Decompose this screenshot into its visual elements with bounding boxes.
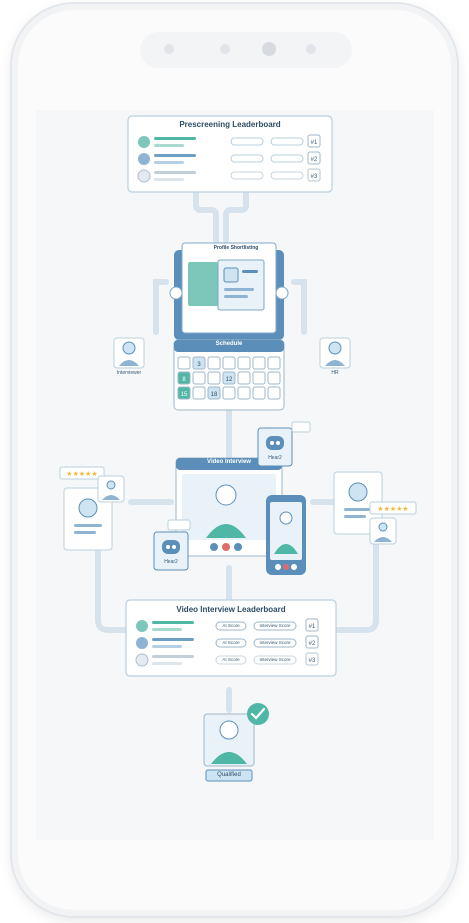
calendar-day[interactable] (222, 371, 236, 385)
rating-stars (59, 466, 105, 480)
connector-lines (95, 187, 379, 713)
camera-icon (262, 42, 276, 56)
bot-assistant-top (257, 421, 311, 467)
end-call-icon[interactable] (283, 564, 289, 570)
ai-score-label: AI Score (222, 640, 240, 645)
calendar-day[interactable] (252, 371, 266, 385)
interview-score-label: Interview Score (259, 640, 291, 645)
calendar-day[interactable] (267, 371, 281, 385)
calendar-day[interactable] (192, 371, 206, 385)
video-interview-leaderboard-card (125, 599, 337, 677)
check-icon (247, 703, 269, 725)
app-screen: 3 8 12 15 18 (36, 110, 434, 840)
hr-avatar (319, 337, 351, 369)
calendar-day-number: 3 (197, 362, 201, 368)
bot-label: Hear2 (268, 455, 282, 461)
right-candidate-card: ★★★★★ (333, 471, 417, 545)
svg-text:★★★★★: ★★★★★ (66, 470, 97, 478)
left-candidate-card: ★★★★★ (59, 466, 125, 551)
prescreening-row[interactable] (137, 168, 321, 183)
calendar-day-number: 18 (211, 392, 218, 398)
rank-label: #2 (311, 157, 318, 163)
schedule-title: Schedule (215, 341, 243, 347)
calendar-day[interactable] (252, 356, 266, 370)
calendar-day[interactable] (237, 386, 251, 400)
phone-notch (140, 32, 352, 68)
profile-shortlisting-card (169, 242, 289, 340)
rank-label: #3 (311, 174, 318, 180)
sensor-icon (164, 44, 174, 54)
video-leaderboard-row[interactable] (135, 652, 319, 667)
svg-text:★★★★★: ★★★★★ (377, 505, 408, 513)
video-leaderboard-title: Video Interview Leaderboard (176, 605, 286, 614)
sensor-icon (220, 44, 230, 54)
rating-stars (369, 501, 417, 515)
workflow-diagram: 3 8 12 15 18 (59, 115, 417, 782)
calendar-day[interactable] (267, 386, 281, 400)
calendar-day-number: 12 (226, 377, 233, 383)
calendar-day[interactable] (207, 371, 221, 385)
ai-score-label: AI Score (222, 657, 240, 662)
mic-icon[interactable] (275, 564, 281, 570)
prescreening-title: Prescreening Leaderboard (179, 120, 281, 129)
calendar-day-number: 8 (182, 377, 186, 383)
ai-score-label: AI Score (222, 623, 240, 628)
calendar-day[interactable] (207, 356, 221, 370)
interviewer-avatar (113, 337, 145, 369)
rank-label: #1 (309, 624, 316, 630)
bot-label: Hear2 (164, 559, 178, 565)
calendar-day[interactable] (177, 386, 191, 400)
camera-toggle-icon[interactable] (234, 543, 242, 551)
rank-label: #3 (309, 658, 316, 664)
bot-assistant-left (153, 519, 191, 571)
interviewer-label: Interviewer (116, 370, 142, 376)
calendar-day[interactable] (207, 386, 221, 400)
prescreening-row[interactable] (138, 151, 321, 165)
sensor-icon (306, 44, 316, 54)
calendar-day[interactable] (192, 356, 206, 370)
calendar-day[interactable] (222, 386, 236, 400)
prescreening-row[interactable] (138, 134, 321, 148)
calendar-day[interactable] (252, 386, 266, 400)
camera-toggle-icon[interactable] (291, 564, 297, 570)
calendar-day[interactable] (177, 371, 191, 385)
rank-label: #2 (309, 641, 316, 647)
calendar-day[interactable] (237, 371, 251, 385)
mobile-video-call (266, 495, 306, 575)
chevron-right-icon[interactable] (275, 286, 289, 300)
calendar-day-number: 15 (181, 392, 188, 398)
rank-label: #1 (311, 140, 318, 146)
interview-score-label: Interview Score (259, 657, 291, 662)
video-leaderboard-row[interactable] (136, 618, 319, 632)
hr-label: HR (331, 370, 339, 376)
end-call-icon[interactable] (222, 543, 230, 551)
video-leaderboard-row[interactable] (136, 635, 319, 649)
calendar-day[interactable] (237, 356, 251, 370)
prescreening-leaderboard-card (127, 115, 333, 193)
mic-icon[interactable] (210, 543, 218, 551)
video-interview-title: Video Interview (207, 459, 251, 465)
calendar-day[interactable] (267, 356, 281, 370)
calendar-grid: 3 8 12 15 18 (177, 356, 281, 400)
calendar-day[interactable] (222, 356, 236, 370)
qualified-candidate (203, 703, 269, 782)
calendar-day[interactable] (192, 386, 206, 400)
shortlisting-title: Profile Shortlisting (213, 245, 259, 251)
calendar-day[interactable] (177, 356, 191, 370)
schedule-card: 3 8 12 15 18 (173, 339, 285, 411)
interview-score-label: Interview Score (259, 623, 291, 628)
video-interview-card (175, 457, 283, 557)
chevron-left-icon[interactable] (169, 286, 183, 300)
qualified-badge: Qualified (217, 772, 241, 778)
